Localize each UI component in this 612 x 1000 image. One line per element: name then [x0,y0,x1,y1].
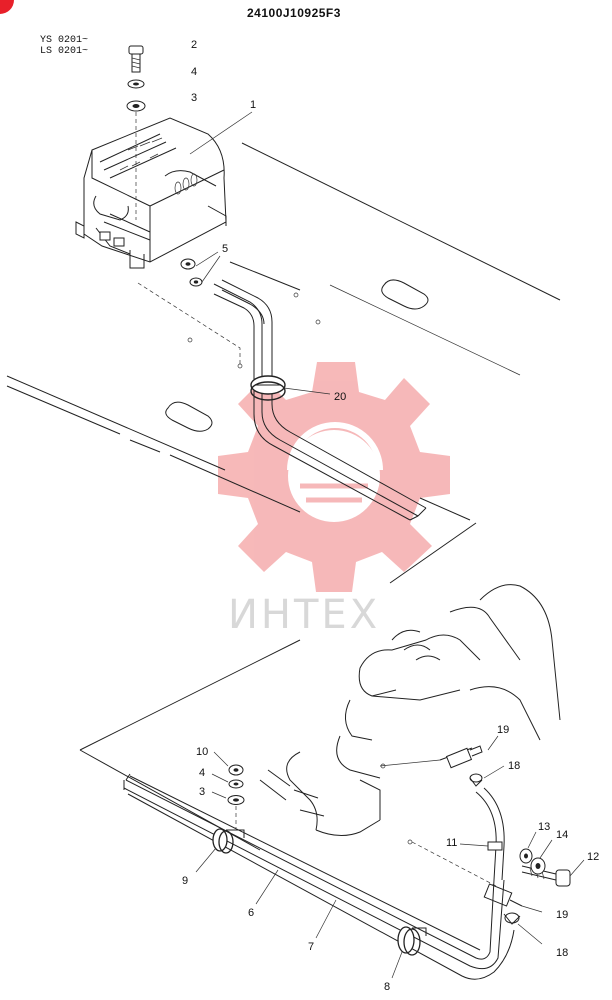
callout-2: 2 [191,39,197,51]
washer-3-upper [126,100,146,112]
fitting-19-upper [379,745,483,769]
callout-19-lower: 19 [556,909,568,921]
grommet-20 [250,375,286,401]
callout-14: 14 [556,829,568,841]
callout-9: 9 [182,875,188,887]
callout-5: 5 [222,243,228,255]
washer-13 [519,848,533,864]
corner-marker [0,0,14,14]
nut-5 [180,258,203,287]
frame-lower [79,639,301,851]
fitting-19-lower [483,883,523,907]
callout-11: 11 [446,837,457,849]
callout-12: 12 [587,851,599,863]
clamp-9 [212,828,245,854]
clamp-18-lower [503,912,521,925]
engine-outline [259,584,561,836]
model-range-ls: LS 0201~ [40,46,88,57]
washer-4-lower [228,779,244,789]
callout-1: 1 [250,99,256,111]
callout-19-upper: 19 [497,724,509,736]
nut-10 [228,764,244,776]
callout-20: 20 [334,391,346,403]
callout-10: 10 [196,746,208,758]
callout-8: 8 [384,981,390,993]
model-range-ys: YS 0201~ [40,35,88,46]
part-code: 24100J10925F3 [247,6,341,20]
callout-13: 13 [538,821,550,833]
tubes-lower [123,773,515,980]
callout-3-upper: 3 [191,92,197,104]
callout-4-lower: 4 [199,767,205,779]
washer-4-upper [127,79,145,89]
hose-11 [475,787,505,881]
callout-3-lower: 3 [199,786,205,798]
floor-plate-upper [6,142,561,584]
callout-18-lower: 18 [556,947,568,959]
washer-14 [530,857,546,875]
callout-4-upper: 4 [191,66,197,78]
callout-7: 7 [308,941,314,953]
bolt-2 [128,45,144,73]
washer-3-lower [227,795,245,805]
callout-6: 6 [248,907,254,919]
bolt-12 [521,865,571,887]
tubes-upper [213,279,427,521]
component-1-housing [75,117,227,269]
callout-18-upper: 18 [508,760,520,772]
clamp-8 [397,926,427,956]
watermark-text: ИНТЕХ [228,592,380,638]
clamp-18-upper [469,773,483,787]
